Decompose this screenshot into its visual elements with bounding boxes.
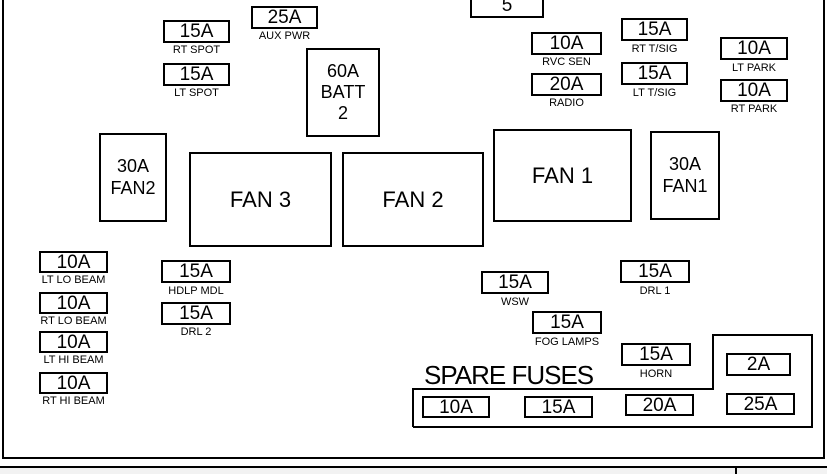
fuse-rt-hi-beam-value: 10A [56, 372, 91, 394]
fuse-batt-2-line3: 2 [337, 103, 348, 124]
fuse-fog-lamps: 15A [532, 311, 602, 334]
fuse-rvc-sen: 10A [531, 32, 602, 55]
fuse-fan2-30a: 30A FAN2 [99, 133, 167, 222]
fuse-drl-1-label: DRL 1 [639, 285, 671, 297]
fuse-horn-value: 15A [639, 344, 673, 365]
relay-fan-2-label: FAN 2 [382, 186, 444, 212]
fuse-rvc-sen-label: RVC SEN [542, 56, 591, 68]
fuse-horn: 15A [621, 343, 691, 366]
fuse-radio-value: 20A [549, 74, 584, 95]
fuse-rt-tsig: 15A [621, 18, 688, 41]
fuse-horn-label: HORN [639, 368, 673, 380]
fuse-lt-lo-beam: 10A [39, 251, 108, 273]
fuse-radio-label: RADIO [549, 97, 584, 109]
relay-fan-3-label: FAN 3 [229, 186, 292, 212]
fuse-hdlp-mdl-value: 15A [179, 261, 213, 282]
fuse-lt-lo-beam-value: 10A [56, 251, 91, 273]
fuse-batt-2-line2: BATT [320, 81, 366, 102]
fuse-panel-frame [2, 0, 825, 459]
spare-fuses-title: SPARE FUSES [424, 360, 594, 390]
fuse-fan1-30a-line2: FAN1 [662, 175, 708, 196]
spare-fuse-2a-value: 2A [746, 354, 771, 375]
fuse-rt-spot-label: RT SPOT [172, 44, 221, 56]
fuse-lt-park-label: LT PARK [731, 62, 777, 74]
fuse-rt-lo-beam-value: 10A [56, 292, 91, 314]
relay-fan-1: FAN 1 [493, 129, 632, 222]
fuse-batt-2: 60A BATT 2 [306, 48, 380, 137]
fuse-lt-hi-beam: 10A [39, 331, 108, 353]
fuse-lt-tsig-value: 15A [637, 63, 672, 84]
fuse-wsw: 15A [481, 271, 549, 294]
fuse-wsw-label: WSW [500, 296, 530, 308]
fuse-rt-tsig-label: RT T/SIG [631, 43, 678, 55]
fuse-rt-park: 10A [720, 79, 788, 102]
fuse-rt-park-label: RT PARK [730, 103, 778, 115]
fuse-fog-lamps-value: 15A [550, 312, 584, 333]
spare-fuse-25a-value: 25A [743, 393, 778, 415]
spare-fuse-20a: 20A [625, 394, 694, 416]
fuse-aux-pwr: 25A [251, 6, 318, 29]
fuse-lt-spot-value: 15A [179, 64, 214, 85]
fuse-lt-lo-beam-label: LT LO BEAM [41, 274, 106, 286]
fuse-drl-2: 15A [161, 302, 231, 325]
spare-fuse-25a: 25A [726, 393, 795, 415]
bottom-band [0, 466, 827, 474]
fuse-rvc-sen-value: 10A [549, 33, 584, 54]
fuse-fan1-30a: 30A FAN1 [650, 131, 720, 220]
spare-fuse-10a-value: 10A [439, 396, 473, 418]
fuse-aux-pwr-value: 25A [267, 7, 302, 28]
fuse-fan2-30a-line2: FAN2 [110, 177, 156, 198]
fuse-lt-tsig-label: LT T/SIG [632, 87, 677, 99]
fuse-fan1-30a-line1: 30A [668, 154, 702, 175]
top-partial-fuse: 5 [470, 0, 544, 18]
fuse-lt-tsig: 15A [621, 62, 688, 85]
fuse-drl-1: 15A [620, 260, 690, 283]
fuse-radio: 20A [531, 73, 602, 96]
fuse-wsw-value: 15A [498, 272, 532, 293]
fuse-rt-tsig-value: 15A [637, 19, 672, 40]
spare-fuse-15a-value: 15A [541, 396, 576, 418]
relay-fan-2: FAN 2 [342, 152, 484, 247]
fuse-rt-spot: 15A [163, 20, 230, 43]
fuse-lt-spot-label: LT SPOT [174, 87, 219, 99]
fuse-rt-hi-beam-label: RT HI BEAM [42, 395, 105, 407]
fuse-hdlp-mdl-label: HDLP MDL [168, 285, 224, 297]
fuse-rt-spot-value: 15A [179, 21, 214, 42]
fuse-fog-lamps-label: FOG LAMPS [534, 336, 600, 348]
fuse-hdlp-mdl: 15A [161, 260, 231, 283]
fuse-drl-2-value: 15A [179, 303, 213, 324]
fuse-aux-pwr-label: AUX PWR [258, 30, 311, 42]
fuse-rt-lo-beam: 10A [39, 292, 108, 314]
fuse-lt-hi-beam-label: LT HI BEAM [43, 354, 104, 366]
spare-fuse-15a: 15A [524, 396, 593, 418]
fuse-drl-2-label: DRL 2 [180, 326, 212, 338]
fuse-rt-park-value: 10A [737, 80, 771, 101]
fuse-lt-spot: 15A [163, 63, 230, 86]
fuse-lt-park: 10A [720, 37, 788, 60]
spare-fuse-10a: 10A [422, 396, 490, 418]
fuse-lt-hi-beam-value: 10A [56, 331, 91, 353]
relay-fan-1-label: FAN 1 [531, 162, 594, 188]
fuse-rt-hi-beam: 10A [39, 372, 108, 394]
fuse-lt-park-value: 10A [737, 38, 771, 59]
bottom-separator [735, 466, 737, 474]
fuse-fan2-30a-line1: 30A [116, 156, 150, 177]
fuse-drl-1-value: 15A [638, 261, 672, 282]
top-partial-value: 5 [501, 0, 513, 16]
relay-fan-3: FAN 3 [189, 152, 332, 247]
fuse-batt-2-line1: 60A [326, 60, 360, 81]
spare-fuse-2a: 2A [726, 353, 791, 376]
fuse-rt-lo-beam-label: RT LO BEAM [40, 315, 107, 327]
spare-fuse-20a-value: 20A [642, 394, 677, 416]
